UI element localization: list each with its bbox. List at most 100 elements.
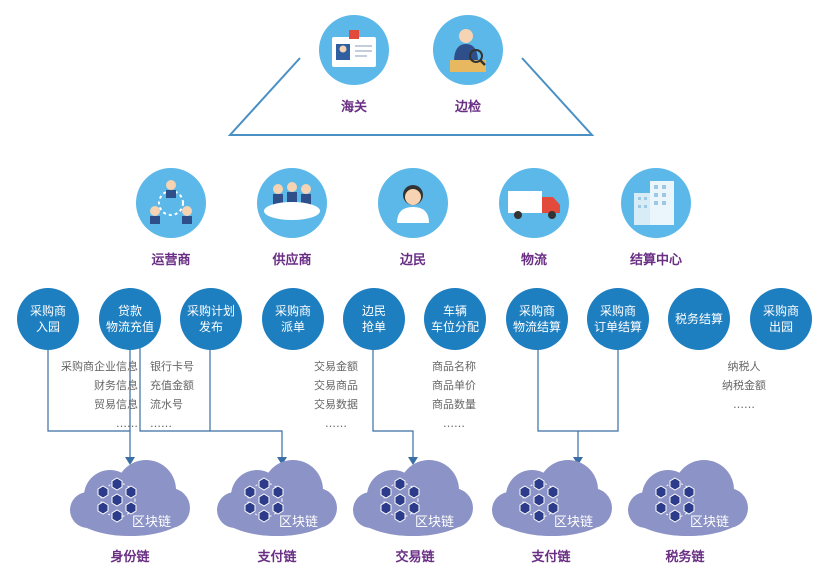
- chain-label: 交易链: [395, 550, 435, 565]
- participant-logistics: 物流: [498, 167, 570, 268]
- data-list-item: 商品单价: [432, 379, 476, 392]
- cloud-text: 区块链: [415, 515, 454, 530]
- data-list-item: 纳税金额: [722, 379, 766, 392]
- authority-triangle: [227, 57, 595, 136]
- data-list-item: 纳税人: [727, 360, 761, 373]
- process-line1: 采购计划: [186, 304, 235, 318]
- process-node: 采购商出园: [750, 288, 812, 350]
- chain-label: 身份链: [110, 550, 150, 565]
- process-line2: 派单: [280, 320, 305, 334]
- process-node: 车辆车位分配: [424, 288, 486, 350]
- data-list-item: 银行卡号: [150, 360, 194, 373]
- process-line1: 边民: [361, 304, 386, 318]
- process-node: 采购商物流结算: [506, 288, 568, 350]
- process-line2: 订单结算: [593, 320, 642, 334]
- participant-label: 边民: [399, 253, 426, 268]
- process-line2: 发布: [198, 320, 223, 334]
- cloud-text: 区块链: [279, 515, 318, 530]
- settlement-building-icon: [621, 168, 691, 238]
- process-line2: 出园: [768, 320, 793, 334]
- chain-label: 支付链: [531, 550, 571, 565]
- process-node: 采购计划发布: [180, 288, 242, 350]
- participant-label: 物流: [520, 253, 547, 268]
- participant-supplier: 供应商: [256, 167, 328, 268]
- participant-label: 结算中心: [629, 253, 682, 268]
- cloud-text: 区块链: [554, 515, 593, 530]
- process-line1: 贷款: [117, 304, 142, 318]
- blockchain-cloud: 区块链: [492, 460, 612, 536]
- process-line2: 车位分配: [430, 320, 479, 334]
- cloud-text: 区块链: [690, 515, 729, 530]
- flow-arrows: [125, 457, 583, 465]
- data-list-tax: 纳税人 纳税金额 ……: [712, 357, 776, 414]
- process-node: 贷款物流充值: [99, 288, 161, 350]
- participant-operator: 运营商: [135, 167, 207, 268]
- data-list-item: ……: [150, 417, 172, 430]
- border-inspection-icon: [433, 15, 503, 85]
- data-list-item: 交易商品: [314, 379, 358, 392]
- blockchain-cloud: 区块链: [628, 460, 748, 536]
- block-cubes-icon: [655, 477, 695, 523]
- data-list-item: 交易金额: [314, 360, 358, 373]
- process-node: 边民抢单: [343, 288, 405, 350]
- process-line2: 物流结算: [512, 320, 561, 334]
- process-node: 采购商派单: [262, 288, 324, 350]
- operator-network-icon: [136, 168, 206, 238]
- participant-label: 供应商: [272, 253, 312, 268]
- block-cubes-icon: [244, 477, 284, 523]
- data-list-item: 交易数据: [314, 398, 358, 411]
- process-node: 税务结算: [668, 288, 730, 350]
- data-list-payment: 银行卡号 充值金额 流水号 ……: [150, 357, 220, 433]
- participant-border-resident: 边民: [377, 167, 449, 268]
- chain-label: 支付链: [257, 550, 297, 565]
- process-line1: 税务结算: [674, 312, 723, 326]
- data-list-identity: 采购商企业信息 财务信息 贸易信息 ……: [40, 357, 138, 433]
- data-list-item: 财务信息: [94, 379, 138, 392]
- data-list-item: 流水号: [150, 398, 183, 411]
- data-list-goods: 商品名称 商品单价 商品数量 ……: [420, 357, 488, 433]
- data-list-item: ……: [116, 417, 138, 430]
- authority-customs: 海关: [318, 14, 390, 115]
- data-list-item: ……: [443, 417, 465, 430]
- participant-label: 运营商: [151, 253, 191, 268]
- authority-label: 海关: [340, 100, 367, 115]
- border-resident-icon: [378, 168, 448, 238]
- data-list-item: 采购商企业信息: [61, 360, 138, 373]
- block-cubes-icon: [519, 477, 559, 523]
- data-list-item: ……: [325, 417, 347, 430]
- process-line1: 采购商: [29, 304, 66, 318]
- process-line1: 采购商: [762, 304, 799, 318]
- process-line2: 入园: [35, 320, 60, 334]
- data-list-item: 商品数量: [432, 398, 476, 411]
- process-line2: 抢单: [361, 320, 386, 334]
- flow-lines: [47, 348, 619, 459]
- cloud-text: 区块链: [132, 515, 171, 530]
- supplier-meeting-icon: [257, 168, 327, 238]
- blockchain-cloud: 区块链: [217, 460, 337, 536]
- block-cubes-icon: [380, 477, 420, 523]
- blockchain-cloud: 区块链: [353, 460, 473, 536]
- process-line2: 物流充值: [105, 320, 154, 334]
- blockchain-cloud: 区块链: [70, 460, 190, 536]
- data-list-item: 充值金额: [150, 379, 194, 392]
- customs-id-card-icon: [319, 15, 389, 85]
- authority-border: 边检: [432, 14, 504, 115]
- participant-settlement: 结算中心: [620, 167, 692, 268]
- block-cubes-icon: [97, 477, 137, 523]
- process-line1: 采购商: [599, 304, 636, 318]
- data-list-item: 贸易信息: [94, 398, 138, 411]
- data-list-item: 商品名称: [432, 360, 476, 373]
- process-line1: 采购商: [518, 304, 555, 318]
- process-node: 采购商入园: [17, 288, 79, 350]
- process-line1: 车辆: [442, 304, 467, 318]
- chain-label: 税务链: [665, 550, 705, 565]
- data-list-item: ……: [733, 398, 755, 411]
- process-node: 采购商订单结算: [587, 288, 649, 350]
- authority-label: 边检: [454, 100, 481, 115]
- truck-icon: [499, 168, 569, 238]
- process-line1: 采购商: [274, 304, 311, 318]
- data-list-trade: 交易金额 交易商品 交易数据 ……: [302, 357, 370, 433]
